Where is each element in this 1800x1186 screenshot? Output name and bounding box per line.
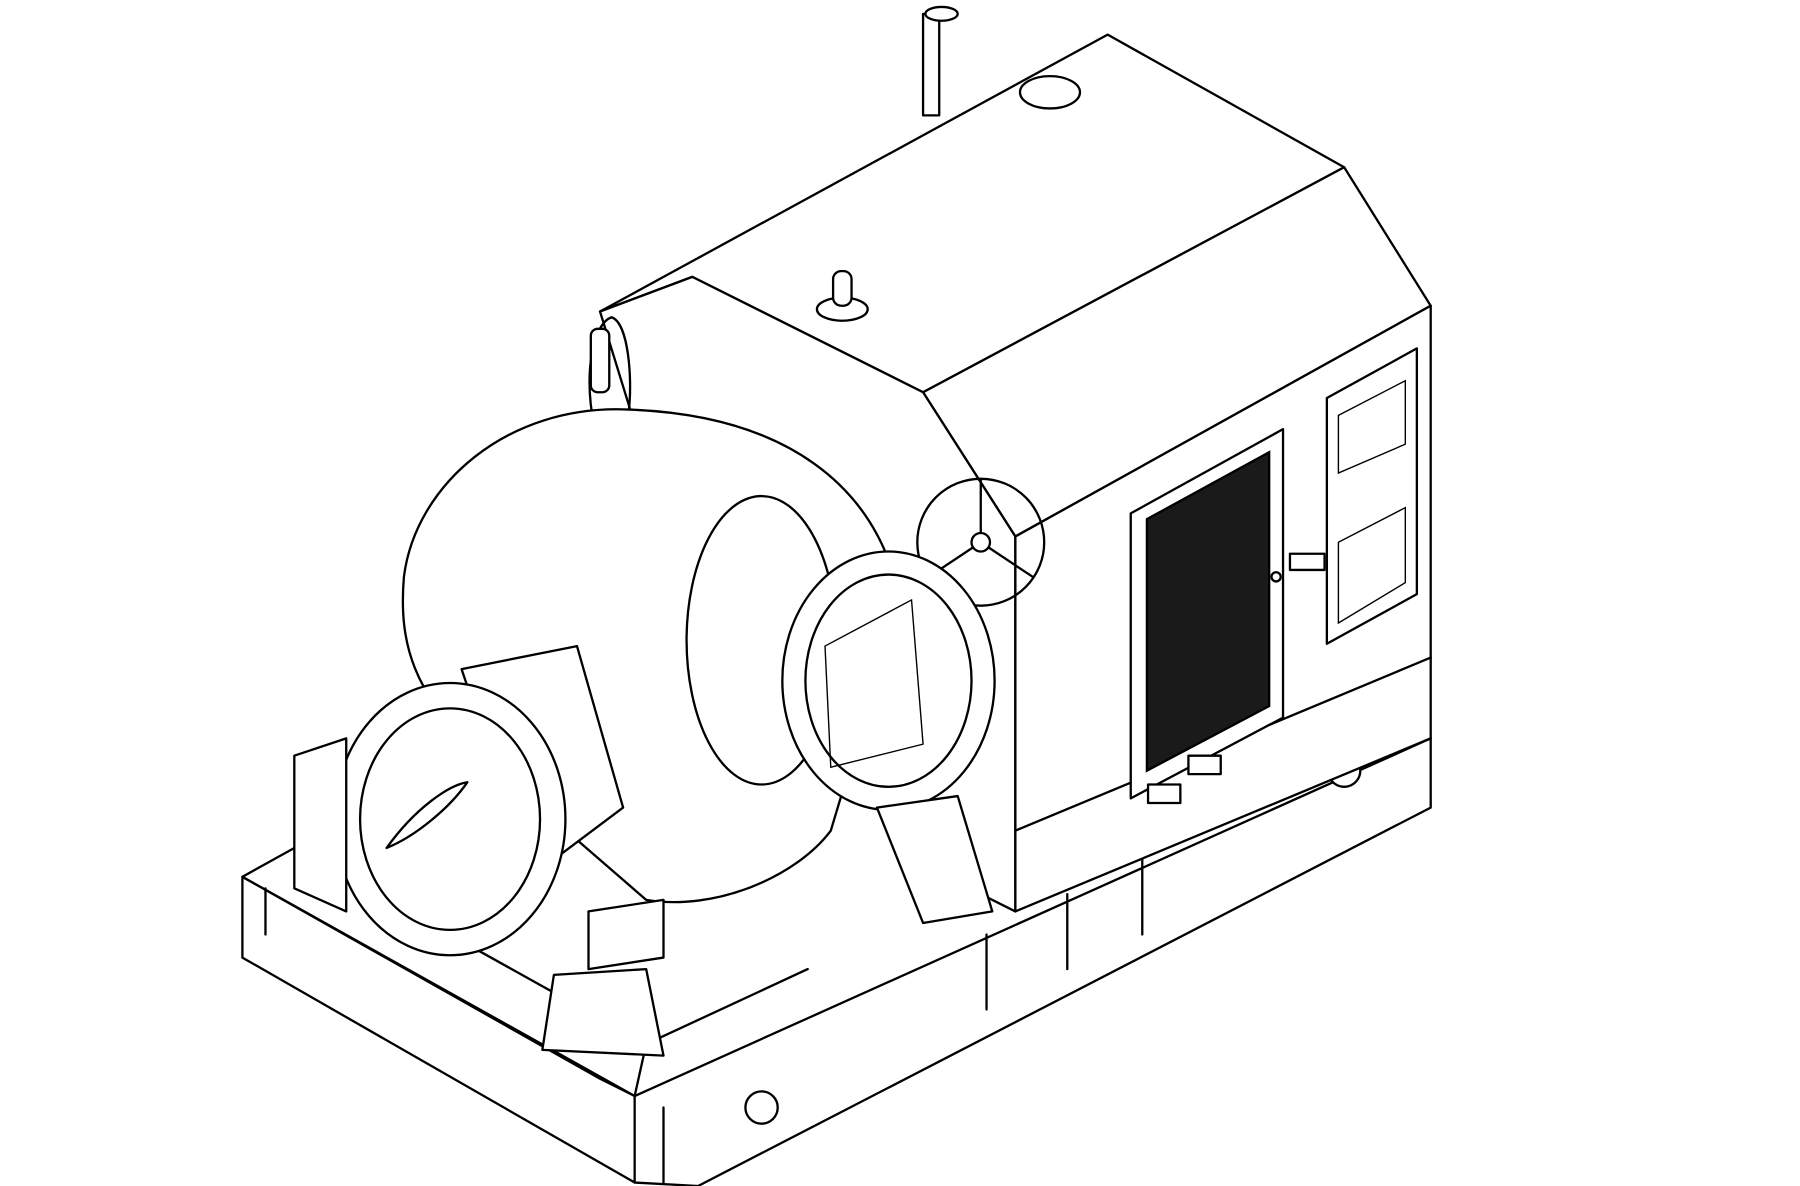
filler-cap	[1018, 74, 1082, 110]
ventilation-grille	[1145, 450, 1271, 773]
exhaust-pipe	[921, 12, 941, 117]
door-handle-icon	[1270, 571, 1282, 583]
control-panel	[1325, 347, 1419, 645]
suction-flange	[333, 644, 625, 957]
discharge-flange	[781, 550, 996, 812]
bearing-pedestal	[293, 737, 994, 1057]
lifting-lug-icon	[744, 1090, 779, 1125]
